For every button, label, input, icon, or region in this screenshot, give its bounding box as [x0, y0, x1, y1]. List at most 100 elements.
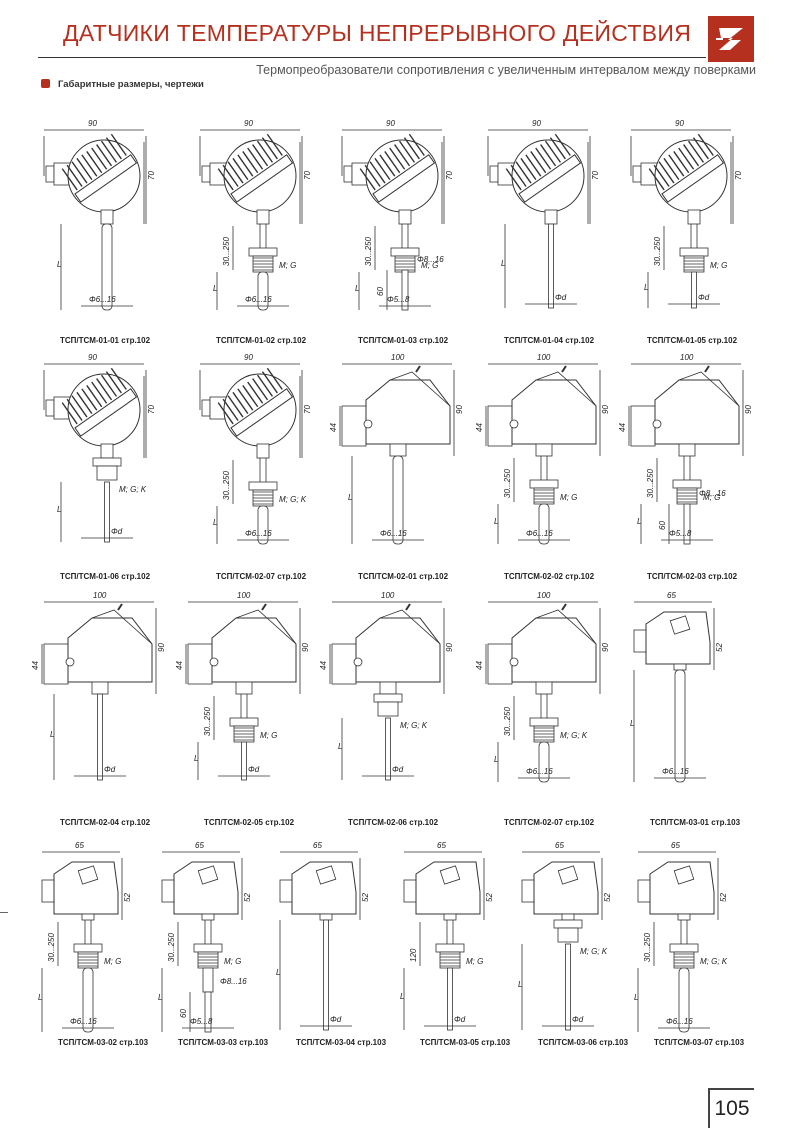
head-rib-line: [653, 164, 670, 187]
width-dimension: 90: [88, 353, 97, 362]
head-rib-line: [86, 385, 103, 408]
diameter-label: Φ6...16: [245, 295, 272, 304]
probe-sheath-icon: [257, 505, 269, 545]
probe-sheath-icon: [447, 967, 453, 1031]
head-rib-line: [100, 140, 118, 163]
head-neck-icon: [235, 681, 253, 695]
hex-nut-icon: [669, 943, 699, 953]
head-rib-line: [266, 133, 283, 156]
drawing-caption: ТСП/ТСМ-01-06 стр.102: [60, 572, 151, 581]
thread-label: M; G: [421, 261, 438, 270]
diameter-label: Φd: [104, 765, 116, 774]
terminal-head-icon: [649, 861, 715, 915]
head-ribs-icon: [61, 367, 138, 437]
head-rib-line: [237, 388, 254, 411]
fitting-body-icon: [557, 927, 579, 943]
head-screw-icon: [405, 603, 411, 611]
head-neck-icon: [256, 443, 270, 459]
drawing-caption: ТСП/ТСМ-03-07 стр.103: [654, 1038, 745, 1047]
diameter-label: Φ6...16: [89, 295, 116, 304]
page-subtitle: Термопреобразователи сопротивления с уве…: [256, 63, 756, 77]
terminal-head-icon: [654, 379, 740, 445]
head-screw-icon: [509, 657, 519, 667]
length-dimension: L: [348, 493, 352, 502]
terminal-head-icon: [355, 617, 441, 683]
hex-nut-icon: [529, 717, 559, 727]
diameter-label: Φd: [111, 527, 123, 536]
diameter-label: Φ6...16: [70, 1017, 97, 1026]
head-screw-icon: [415, 365, 421, 373]
head-rib-line: [71, 395, 88, 418]
hex-nut-icon: [679, 247, 709, 257]
probe-sheath-icon: [674, 669, 686, 783]
range-dimension: 30...250: [643, 933, 652, 962]
terminal-head-icon: [511, 379, 597, 445]
head-neck-icon: [535, 443, 553, 457]
cable-gland-icon: [521, 879, 535, 903]
thread-label: M; G; K: [560, 731, 588, 740]
head-screw-icon: [704, 365, 710, 373]
terminal-head-icon: [533, 861, 599, 915]
probe-sheath-icon: [257, 271, 269, 311]
head-rib-line: [232, 157, 249, 181]
length-dimension: L: [494, 517, 498, 526]
head-rib-line: [540, 144, 557, 167]
head-neck-icon: [389, 443, 407, 457]
height-dimension: 70: [303, 405, 312, 414]
range-dimension: 30...250: [503, 707, 512, 736]
head-rib-line: [535, 147, 552, 170]
drawing-caption: ТСП/ТСМ-01-02 стр.102: [216, 336, 307, 345]
width-dimension: 100: [680, 353, 694, 362]
head-neck-icon: [379, 681, 397, 695]
head-rib-line: [510, 164, 527, 187]
head-rib-line: [658, 161, 675, 184]
cable-gland-icon: [45, 165, 55, 183]
head-rib-line: [222, 398, 239, 421]
width-dimension: 100: [381, 591, 395, 600]
head-neck-icon: [319, 913, 333, 921]
cable-gland-icon: [161, 879, 175, 903]
height-dimension: 70: [591, 171, 600, 180]
brand-logo-icon: [708, 16, 754, 62]
thread-label: M; G; K: [400, 721, 428, 730]
cable-gland-icon: [489, 165, 499, 183]
diameter-label: Φ5...8: [387, 295, 410, 304]
range-dimension: 30...250: [503, 469, 512, 498]
head-rib-line: [256, 374, 274, 397]
hex-nut-icon: [390, 247, 420, 257]
fitting-nut-icon: [553, 919, 583, 929]
cable-gland-icon: [331, 643, 357, 685]
length-dimension: L: [501, 259, 505, 268]
thread-label: M; G: [260, 731, 277, 740]
head-rib-line: [242, 151, 259, 174]
head-label-icon: [669, 615, 691, 635]
head-rib-line: [683, 144, 700, 167]
probe-sheath-icon: [691, 271, 697, 309]
head-ribs-icon: [359, 133, 436, 203]
head-band-icon: [74, 154, 138, 203]
width-dimension: 65: [555, 841, 564, 850]
diameter-label: Φd: [454, 1015, 466, 1024]
width-dimension: 90: [532, 119, 541, 128]
head-rib-line: [91, 147, 108, 170]
diameter-label: Φd: [698, 293, 710, 302]
head-rib-line: [261, 371, 278, 394]
probe-sheath-icon: [241, 741, 247, 781]
head-neck-icon: [398, 209, 412, 225]
head-label-icon: [673, 865, 695, 885]
head-ribs-icon: [648, 133, 725, 203]
probe-sheath-icon: [97, 693, 103, 781]
head-rib-line: [252, 378, 269, 401]
length-dimension: L: [276, 968, 280, 977]
head-rib-line: [369, 161, 386, 184]
height-dimension: 90: [601, 405, 610, 414]
